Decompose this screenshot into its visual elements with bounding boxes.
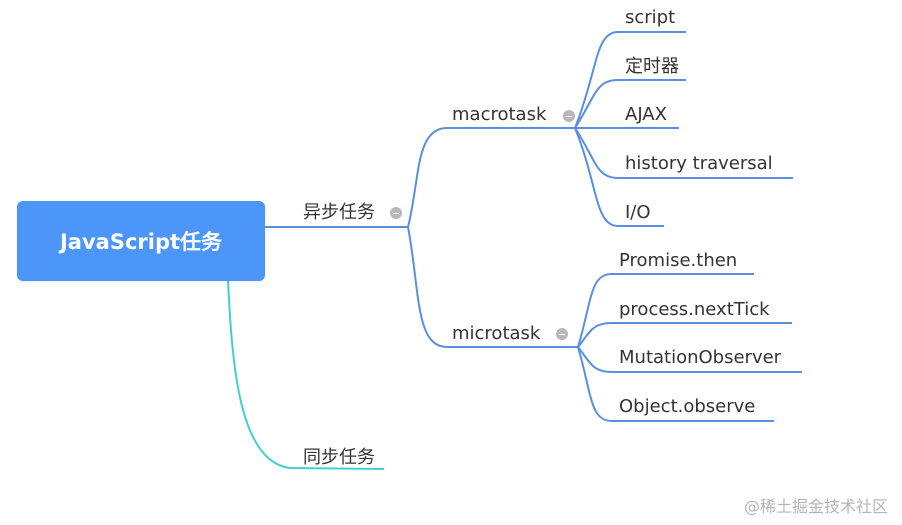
connector-async-microtask bbox=[407, 226, 578, 348]
leaf-ajax-label: AJAX bbox=[625, 104, 667, 125]
connector-macro-io bbox=[574, 127, 664, 227]
leaf-io[interactable]: I/O bbox=[625, 202, 651, 224]
branch-async[interactable]: 异步任务 bbox=[303, 202, 375, 224]
connector-root-sync bbox=[227, 280, 385, 470]
leaf-script[interactable]: script bbox=[625, 7, 675, 29]
connector-macro-script bbox=[574, 31, 686, 129]
leaf-timer-label: 定时器 bbox=[625, 56, 679, 77]
leaf-ajax[interactable]: AJAX bbox=[625, 104, 667, 126]
connector-micro-nexttick bbox=[577, 322, 792, 348]
collapse-icon[interactable] bbox=[563, 110, 575, 122]
collapse-icon[interactable] bbox=[390, 207, 402, 219]
leaf-io-label: I/O bbox=[625, 202, 651, 223]
leaf-object-observe[interactable]: Object.observe bbox=[619, 396, 755, 418]
connector-micro-promise bbox=[577, 273, 754, 348]
root-node-label: JavaScript任务 bbox=[59, 230, 223, 254]
watermark: @稀土掘金技术社区 bbox=[743, 497, 888, 516]
node-microtask-label: microtask bbox=[452, 323, 541, 344]
leaf-history-traversal[interactable]: history traversal bbox=[625, 153, 773, 175]
leaf-mutationobserver[interactable]: MutationObserver bbox=[619, 347, 781, 369]
leaf-process-nexttick[interactable]: process.nextTick bbox=[619, 299, 770, 321]
leaf-process-nexttick-label: process.nextTick bbox=[619, 299, 770, 320]
branch-async-label: 异步任务 bbox=[303, 202, 375, 223]
leaf-object-observe-label: Object.observe bbox=[619, 396, 756, 417]
leaf-promise-then-label: Promise.then bbox=[619, 250, 738, 271]
leaf-promise-then[interactable]: Promise.then bbox=[619, 250, 737, 272]
connector-macro-history bbox=[574, 127, 793, 179]
node-microtask[interactable]: microtask bbox=[452, 323, 540, 345]
root-node[interactable]: JavaScript任务 bbox=[17, 201, 265, 281]
node-macrotask[interactable]: macrotask bbox=[452, 104, 546, 126]
leaf-mutationobserver-label: MutationObserver bbox=[619, 347, 782, 368]
leaf-history-traversal-label: history traversal bbox=[625, 153, 773, 174]
connector-async-macrotask bbox=[407, 127, 575, 228]
connector-macro-timer bbox=[574, 79, 686, 129]
collapse-icon[interactable] bbox=[556, 328, 568, 340]
branch-sync[interactable]: 同步任务 bbox=[303, 447, 375, 469]
connector-micro-observe bbox=[577, 346, 774, 422]
leaf-timer[interactable]: 定时器 bbox=[625, 56, 679, 78]
connector-micro-mutation bbox=[577, 346, 802, 373]
branch-sync-label: 同步任务 bbox=[303, 447, 375, 468]
node-macrotask-label: macrotask bbox=[452, 104, 547, 125]
leaf-script-label: script bbox=[625, 7, 676, 28]
